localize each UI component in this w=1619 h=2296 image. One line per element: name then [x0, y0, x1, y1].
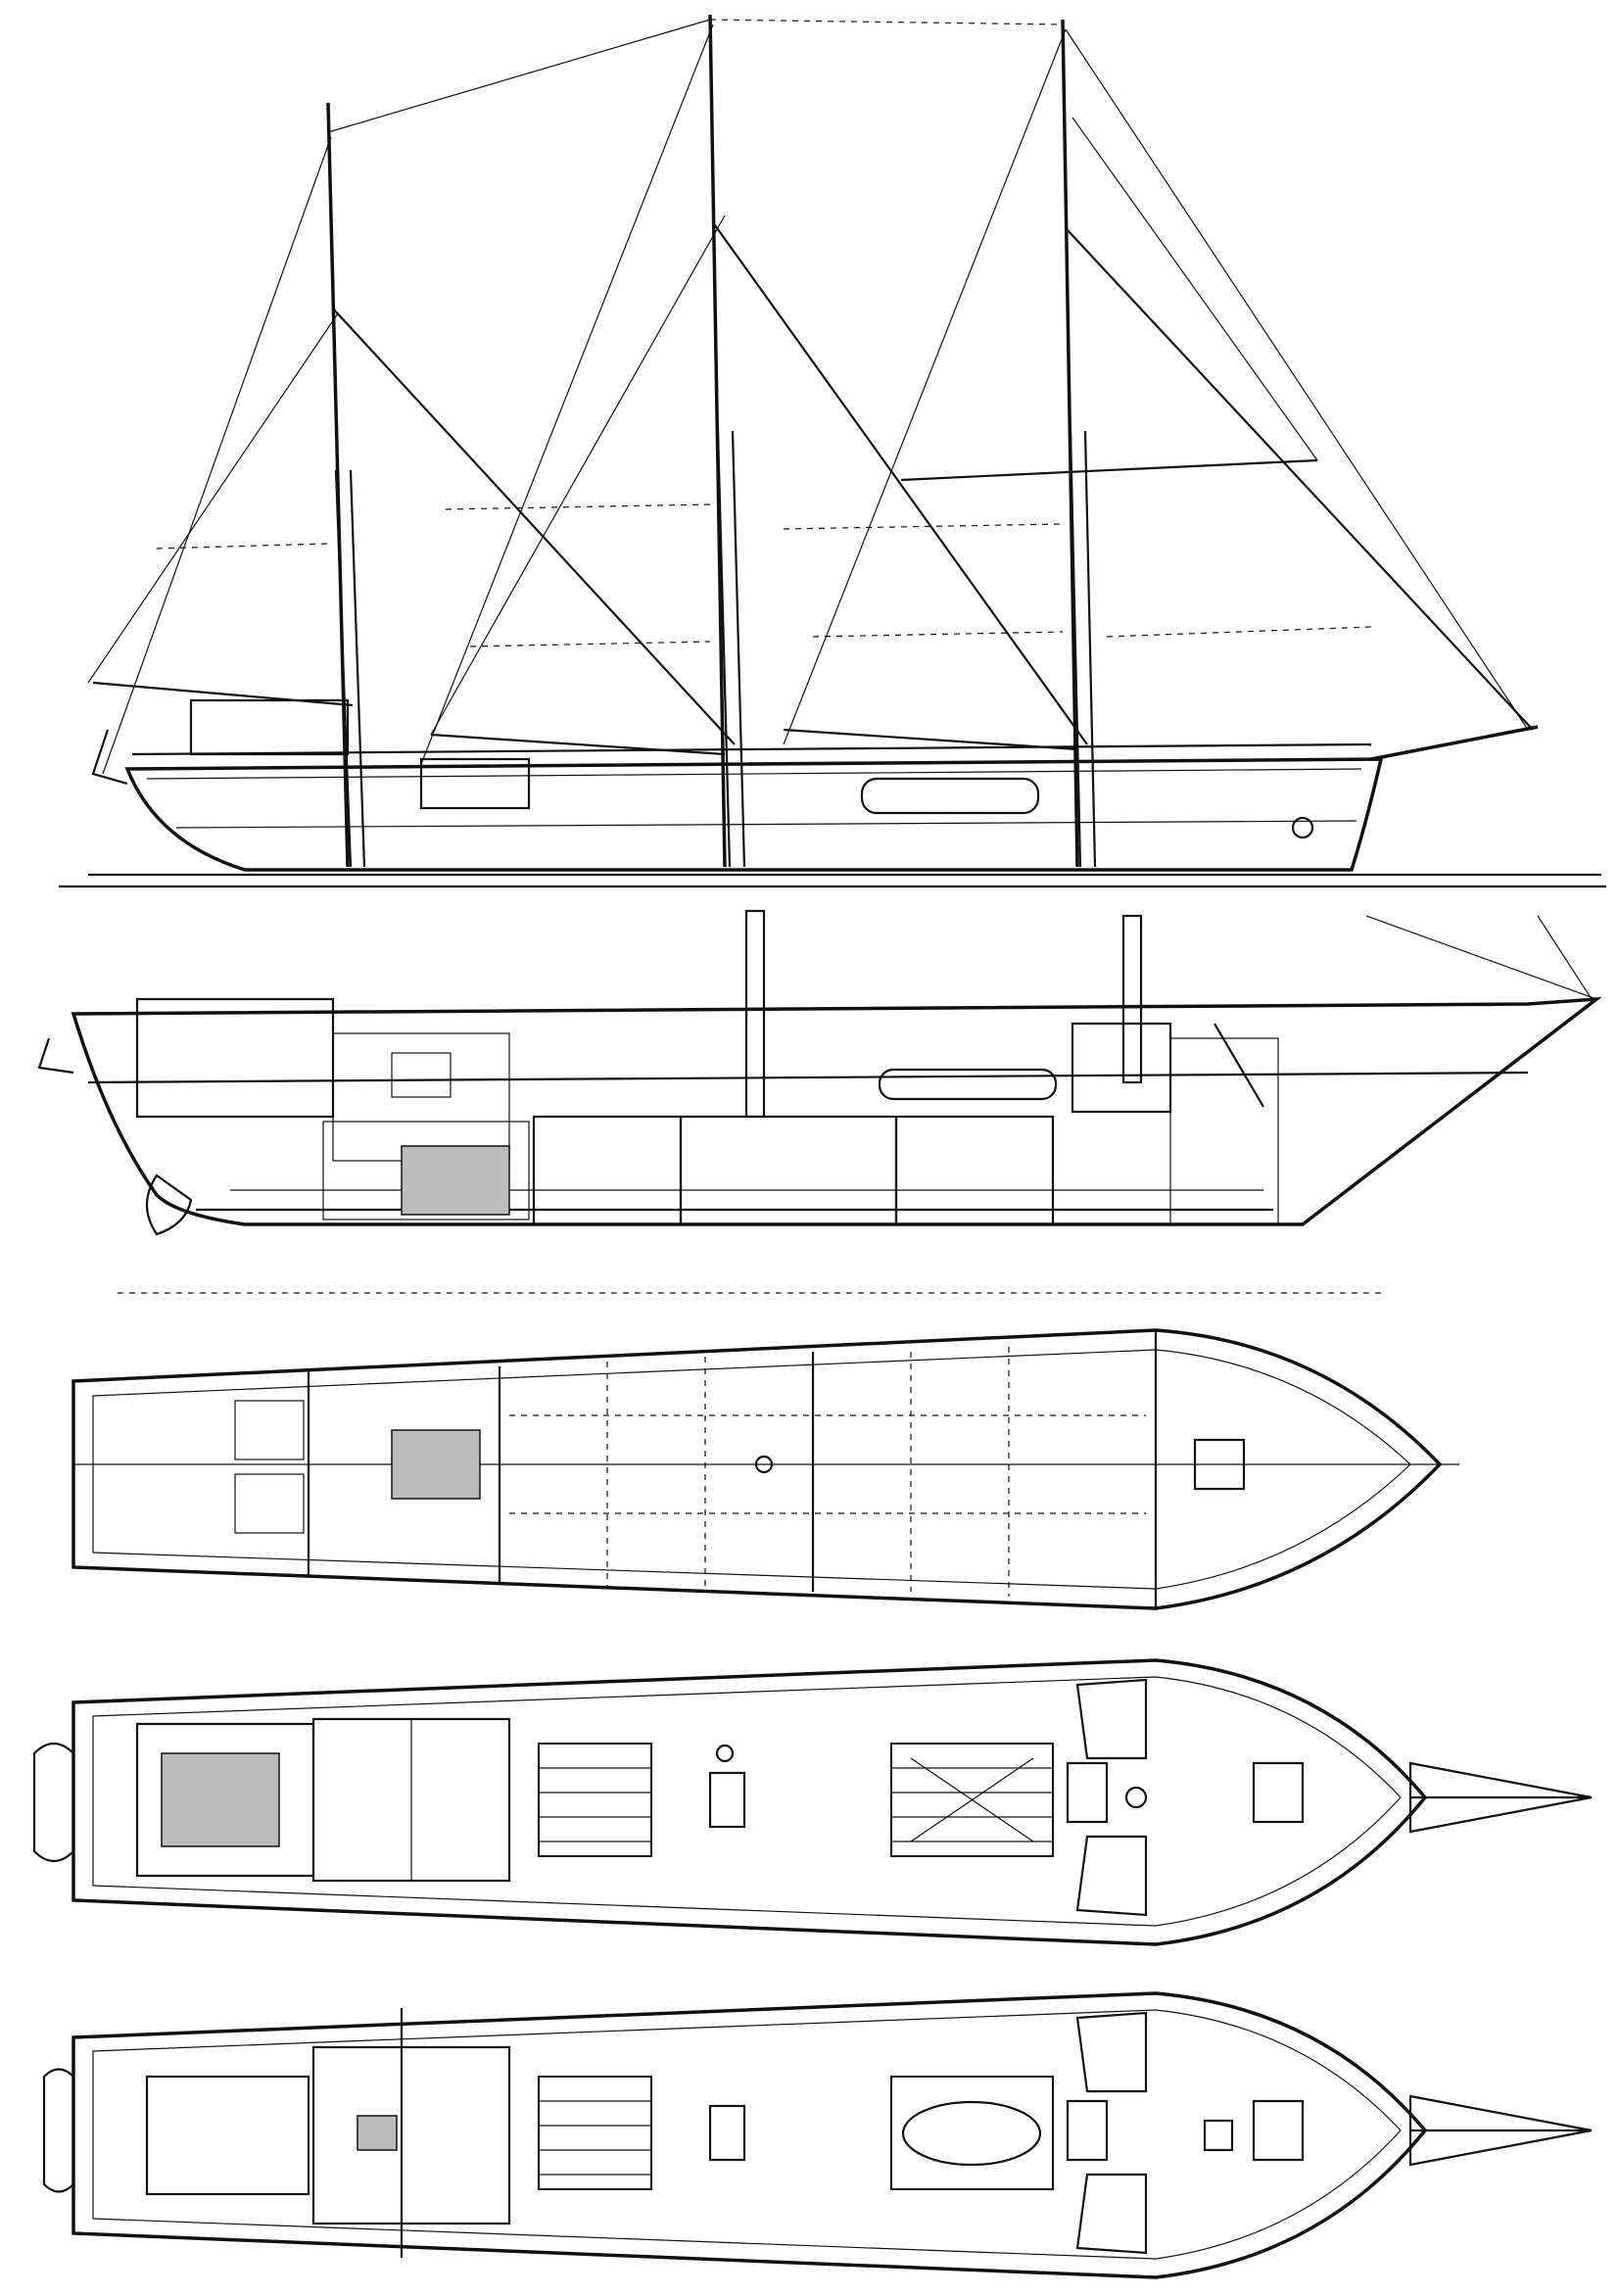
fore-mast-stub — [1121, 914, 1143, 1084]
aft-hold — [532, 1115, 683, 1226]
upper-deck-outline — [71, 1991, 1428, 2279]
fore-ratlines — [1069, 430, 1097, 868]
stowed-lifeboat — [901, 2100, 1042, 2167]
main-hold — [679, 1115, 898, 1226]
main-ratlines — [716, 430, 746, 868]
profile-hull — [71, 996, 1602, 1226]
bow-ornament — [1291, 816, 1314, 839]
upper-deck-plan-view — [42, 1991, 1593, 2279]
engine-room — [401, 1145, 510, 1216]
fore-yard — [900, 458, 1318, 482]
upper-bowsprit-net — [1408, 2094, 1593, 2167]
stern-dinghy — [32, 1742, 75, 1863]
main-deck-plan-view — [32, 1658, 1593, 1946]
bowsprit — [1370, 725, 1539, 761]
mizzen-boom — [92, 681, 354, 707]
mizzen-ratlines — [334, 469, 366, 868]
aft-house-roof — [145, 2075, 310, 2196]
lifeboat-side — [860, 777, 1040, 815]
main-deck-line — [87, 1071, 1529, 1084]
main-mast-stub — [744, 909, 766, 1119]
hold-plan-view — [71, 1328, 1459, 1610]
sail-plan-bulwark — [131, 742, 1372, 756]
sail-plan-view — [87, 14, 1601, 877]
aft-cargo-hatch — [538, 1743, 652, 1857]
inboard-profile-view — [37, 909, 1602, 1294]
sail-plan-hull — [124, 757, 1384, 872]
propeller — [146, 1173, 193, 1236]
fore-hold — [894, 1115, 1055, 1226]
aft-deckhouse — [189, 698, 350, 756]
bowsprit-net — [1408, 1761, 1593, 1834]
fore-boom — [783, 728, 1078, 751]
mid-deckhouse — [419, 757, 531, 810]
mizzen-mast — [326, 102, 350, 868]
main-boom — [430, 733, 726, 756]
engine-block — [391, 1429, 481, 1500]
